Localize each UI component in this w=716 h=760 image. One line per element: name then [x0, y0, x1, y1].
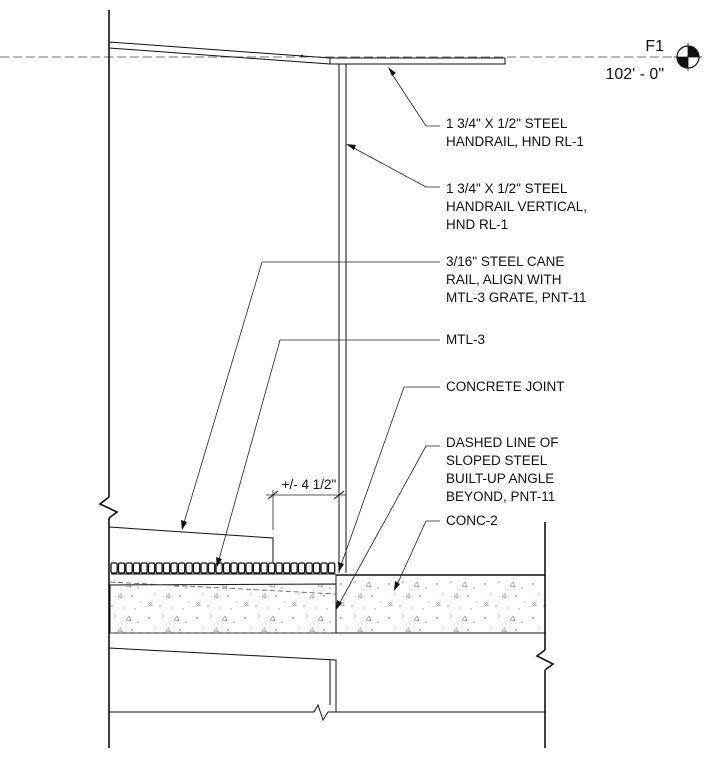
callout-dashed-angle: DASHED LINE OF SLOPED STEEL BUILT-UP ANG…: [336, 435, 559, 610]
svg-text:BUILT-UP ANGLE: BUILT-UP ANGLE: [446, 471, 554, 486]
svg-text:HANDRAIL VERTICAL,: HANDRAIL VERTICAL,: [446, 199, 587, 214]
dimension-grate-gap: +/- 4 1/2": [266, 477, 346, 530]
grate-bar: [267, 562, 276, 574]
callout-handrail: 1 3/4" X 1/2" STEEL HANDRAIL, HND RL-1: [388, 67, 584, 149]
callout-dashed-angle-line-1: DASHED LINE OF: [446, 435, 559, 450]
right-wall: [535, 522, 555, 748]
cane-rail: [108, 526, 274, 567]
grate-bar: [155, 562, 163, 574]
left-wall: [98, 10, 119, 748]
grate-bar: [297, 562, 306, 574]
callout-conc-2: CONC-2: [394, 513, 498, 591]
grate-bar: [110, 562, 118, 574]
svg-text:1 3/4" X 1/2" STEEL: 1 3/4" X 1/2" STEEL: [446, 116, 568, 131]
concrete-slab-left: [109, 581, 337, 634]
callout-dashed-angle-line-4: BEYOND, PNT-11: [446, 489, 555, 504]
callout-cane-rail-line-2: RAIL, ALIGN WITH: [446, 272, 562, 287]
callout-handrail-vertical-line-2: HANDRAIL VERTICAL,: [446, 199, 587, 214]
grate-bar: [140, 562, 148, 574]
grate-bar: [290, 562, 298, 574]
grate-bar: [222, 562, 231, 574]
grate-bar: [305, 562, 313, 574]
callout-cane-rail-line-3: MTL-3 GRATE, PNT-11: [446, 290, 587, 305]
grate-bar: [327, 562, 336, 574]
callout-handrail-vertical-line-1: 1 3/4" X 1/2" STEEL: [446, 181, 568, 196]
callout-mtl-3-text: MTL-3: [446, 332, 485, 347]
svg-text:SLOPED STEEL: SLOPED STEEL: [446, 453, 548, 468]
grate-bar: [177, 562, 186, 574]
grate-bar: [275, 562, 283, 574]
grate-bar: [312, 562, 321, 574]
grate-bar: [147, 562, 156, 574]
level-elevation: 102' - 0": [605, 66, 664, 83]
svg-text:BEYOND, PNT-11: BEYOND, PNT-11: [446, 489, 555, 504]
callout-cane-rail: 3/16" STEEL CANE RAIL, ALIGN WITH MTL-3 …: [181, 254, 587, 530]
grate-bar: [237, 562, 246, 574]
svg-text:HANDRAIL, HND RL-1: HANDRAIL, HND RL-1: [446, 134, 584, 149]
mtl-3-grate: [110, 562, 336, 575]
grate-bar: [200, 562, 208, 574]
callout-handrail-line-1: 1 3/4" X 1/2" STEEL: [446, 116, 568, 131]
callout-handrail-vertical: 1 3/4" X 1/2" STEEL HANDRAIL VERTICAL, H…: [346, 144, 587, 232]
level-name: F1: [645, 38, 664, 55]
callout-dashed-angle-line-2: SLOPED STEEL: [446, 453, 548, 468]
grate-bar: [132, 562, 141, 574]
grate-bar: [245, 562, 253, 574]
grate-bar: [207, 562, 216, 574]
svg-text:MTL-3 GRATE, PNT-11: MTL-3 GRATE, PNT-11: [446, 290, 587, 305]
grate-bar: [320, 562, 328, 574]
svg-text:HND RL-1: HND RL-1: [446, 217, 508, 232]
grate-bar: [282, 562, 291, 574]
callout-dashed-angle-line-3: BUILT-UP ANGLE: [446, 471, 554, 486]
handrail-top: [108, 41, 506, 65]
svg-text:1 3/4" X 1/2" STEEL: 1 3/4" X 1/2" STEEL: [446, 181, 568, 196]
svg-text:RAIL, ALIGN WITH: RAIL, ALIGN WITH: [446, 272, 562, 287]
concrete-slab-right: [335, 574, 546, 634]
svg-text:DASHED LINE OF: DASHED LINE OF: [446, 435, 559, 450]
callout-conc-2-text: CONC-2: [446, 513, 498, 528]
support-beam: [108, 647, 545, 722]
handrail-vertical-post: [338, 64, 347, 573]
callout-concrete-joint-text: CONCRETE JOINT: [446, 379, 565, 394]
svg-text:3/16" STEEL CANE: 3/16" STEEL CANE: [446, 254, 564, 269]
grate-bar: [117, 562, 126, 574]
grate-bar: [192, 562, 201, 574]
grate-bar: [185, 562, 193, 574]
callout-cane-rail-line-1: 3/16" STEEL CANE: [446, 254, 564, 269]
level-target-icon: [674, 43, 702, 71]
callout-handrail-line-2: HANDRAIL, HND RL-1: [446, 134, 584, 149]
grate-bar: [230, 562, 238, 574]
callout-mtl-3: MTL-3: [216, 332, 485, 567]
grate-bar: [162, 562, 171, 574]
grate-bar: [260, 562, 268, 574]
grate-bar: [125, 562, 133, 574]
callout-handrail-vertical-line-3: HND RL-1: [446, 217, 508, 232]
grate-bar: [252, 562, 261, 574]
dimension-text: +/- 4 1/2": [282, 477, 337, 492]
grate-bar: [170, 562, 178, 574]
callout-concrete-joint: CONCRETE JOINT: [338, 379, 565, 572]
